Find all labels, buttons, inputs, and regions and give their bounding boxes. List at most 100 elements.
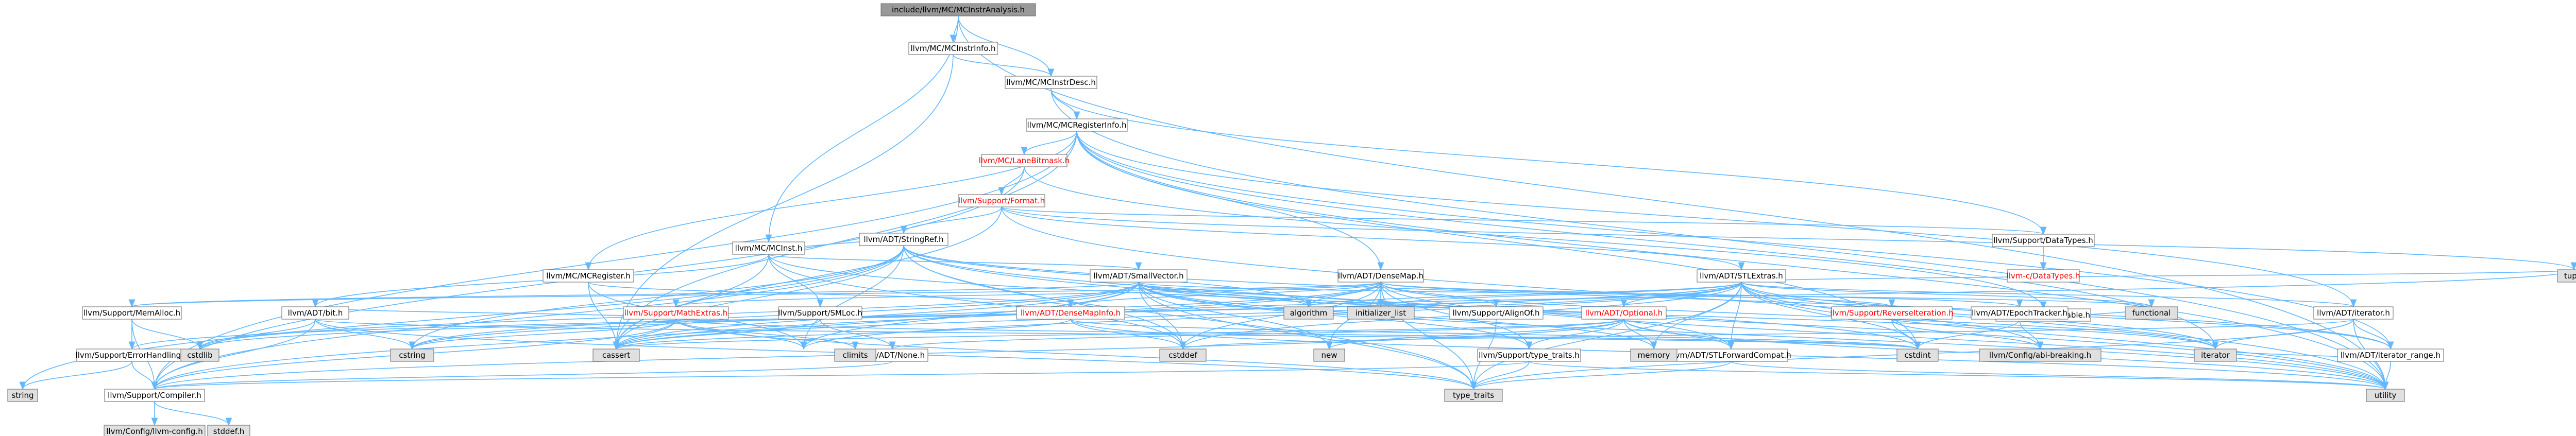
node-box	[390, 348, 434, 362]
node-box	[1283, 306, 1334, 320]
node-label: initializer_list	[1355, 308, 1406, 318]
node-epochtracker[interactable]: llvm/ADT/EpochTracker.h	[1971, 306, 2069, 320]
edge	[129, 282, 1381, 308]
node-box	[281, 306, 349, 320]
node-mcinst[interactable]: llvm/MC/MCInst.h	[732, 241, 805, 255]
edge	[1380, 282, 1895, 308]
edge	[1380, 282, 2219, 350]
node-label: llvm/Support/SMLoc.h	[778, 308, 862, 318]
edge	[1076, 131, 2394, 350]
node-box	[958, 194, 1045, 207]
edge-stlextras-to-iterator	[1741, 282, 2357, 308]
node-typetraits[interactable]: llvm/Support/type_traits.h	[1477, 348, 1581, 362]
edge	[1741, 282, 1921, 350]
edge-mcreginfo-to-cstdint	[1076, 131, 1921, 350]
edge-bit-to-compiler	[151, 319, 316, 390]
node-bit[interactable]: llvm/ADT/bit.h	[281, 306, 349, 320]
node-mcinstrdesc[interactable]: llvm/MC/MCInstrDesc.h	[1005, 76, 1097, 89]
node-compiler[interactable]: llvm/Support/Compiler.h	[104, 389, 205, 402]
node-box	[1581, 306, 1667, 320]
node-label: llvm/ADT/STLForwardCompat.h	[1671, 351, 1791, 360]
node-optional[interactable]: llvm/ADT/Optional.h	[1581, 306, 1667, 320]
node-label: llvm/MC/LaneBitmask.h	[979, 156, 1070, 165]
edge-densemap-to-densemapinfo	[1067, 282, 1381, 308]
node-label: llvm/ADT/Optional.h	[1585, 308, 1663, 318]
node-box	[1630, 348, 1677, 362]
edge-mathextras-to-cstdint	[675, 319, 1921, 350]
edge	[315, 319, 416, 350]
node-densemap[interactable]: llvm/ADT/DenseMap.h	[1337, 269, 1424, 283]
edge-mcregister-to-cassert	[588, 282, 620, 350]
node-box	[1477, 348, 1581, 362]
node-label: llvm/Support/MathExtras.h	[624, 308, 727, 318]
edge	[1070, 269, 2576, 320]
node-errorhandling[interactable]: llvm/Support/ErrorHandling.h	[76, 348, 189, 362]
node-smallvector[interactable]: llvm/ADT/SmallVector.h	[1090, 269, 1188, 283]
node-iteratorrange[interactable]: llvm/ADT/iterator_range.h	[2337, 348, 2444, 362]
edge	[613, 206, 1002, 350]
edge	[152, 361, 1530, 390]
edge	[196, 319, 316, 350]
node-label: llvm/Support/type_traits.h	[1479, 351, 1580, 360]
edge-epochtracker-to-abibreaking	[2019, 319, 2044, 350]
node-box	[1347, 306, 1415, 320]
edge	[151, 361, 893, 390]
node-box	[2557, 269, 2576, 283]
node-stringref[interactable]: llvm/ADT/StringRef.h	[859, 233, 948, 246]
node-algorithm: algorithm	[1283, 306, 1334, 320]
node-mcregister[interactable]: llvm/MC/MCRegister.h	[543, 269, 634, 283]
node-cassert: cassert	[592, 348, 640, 362]
edge	[409, 282, 1139, 350]
edge	[1001, 206, 2576, 271]
edge-smloc-to-none	[820, 319, 896, 350]
node-format[interactable]: llvm/Support/Format.h	[958, 194, 1045, 207]
edge-densemap-to-memalloc	[129, 282, 1381, 308]
edge-format-to-datatypes	[1001, 206, 2046, 235]
node-label: llvm/MC/MCRegisterInfo.h	[1027, 120, 1127, 130]
edge-densemapinfo-to-tuple	[1070, 269, 2576, 320]
edge	[820, 319, 896, 350]
node-box	[1444, 389, 1503, 402]
edge	[903, 245, 1477, 390]
node-reverseiteration[interactable]: llvm/Support/ReverseIteration.h	[1830, 306, 1954, 320]
node-label: llvm/MC/MCInstrInfo.h	[911, 44, 996, 53]
node-densemapinfo[interactable]: llvm/ADT/DenseMapInfo.h	[1016, 306, 1125, 320]
node-box	[543, 269, 634, 283]
node-smloc[interactable]: llvm/Support/SMLoc.h	[778, 306, 862, 320]
edge	[1623, 319, 1657, 350]
node-box	[981, 154, 1067, 167]
node-stlforwardcompat[interactable]: llvm/ADT/STLForwardCompat.h	[1671, 348, 1791, 362]
node-cdatatypes[interactable]: llvm-c/DataTypes.h	[2007, 269, 2080, 283]
edge	[675, 319, 807, 350]
edge	[409, 282, 1381, 350]
node-mcinstrinfo[interactable]: llvm/MC/MCInstrInfo.h	[908, 42, 998, 55]
edge-stlextras-to-cassert	[613, 282, 1742, 350]
edge-epochtracker-to-cstdint	[1914, 319, 2020, 350]
node-box	[1005, 76, 1097, 89]
node-box	[2194, 348, 2237, 362]
node-label: llvm-c/DataTypes.h	[2007, 271, 2080, 281]
node-stlextras[interactable]: llvm/ADT/STLExtras.h	[1697, 269, 1786, 283]
node-label: cstring	[399, 351, 425, 360]
edge-stlextras-to-typetraitsstd	[1470, 282, 1742, 390]
node-iterator[interactable]: llvm/ADT/iterator.h	[2313, 306, 2394, 320]
node-alignof[interactable]: llvm/Support/AlignOf.h	[1449, 306, 1544, 320]
node-mcreginfo[interactable]: llvm/MC/MCRegisterInfo.h	[1026, 118, 1128, 132]
node-box	[592, 348, 640, 362]
node-mclanebitmask[interactable]: llvm/MC/LaneBitmask.h	[979, 154, 1070, 167]
edge-mcreginfo-to-utility	[1076, 131, 2389, 390]
edge	[900, 206, 1002, 234]
edge	[1076, 131, 1921, 350]
edge-densemap-to-reverseiteration	[1380, 282, 1895, 308]
node-datatypes[interactable]: llvm/Support/DataTypes.h	[1992, 234, 2095, 247]
edge-root-to-mcinstrdesc	[958, 15, 1055, 77]
node-box	[1090, 269, 1188, 283]
edge-densemap-to-mathextras	[673, 282, 1381, 308]
node-memalloc[interactable]: llvm/Support/MemAlloc.h	[82, 306, 182, 320]
node-label: llvm/ADT/STLExtras.h	[1700, 271, 1783, 281]
node-mathextras[interactable]: llvm/Support/MathExtras.h	[623, 306, 729, 320]
edge	[1180, 319, 2354, 350]
node-box	[1159, 348, 1207, 362]
node-label: string	[11, 391, 33, 400]
node-box	[1979, 348, 2102, 362]
